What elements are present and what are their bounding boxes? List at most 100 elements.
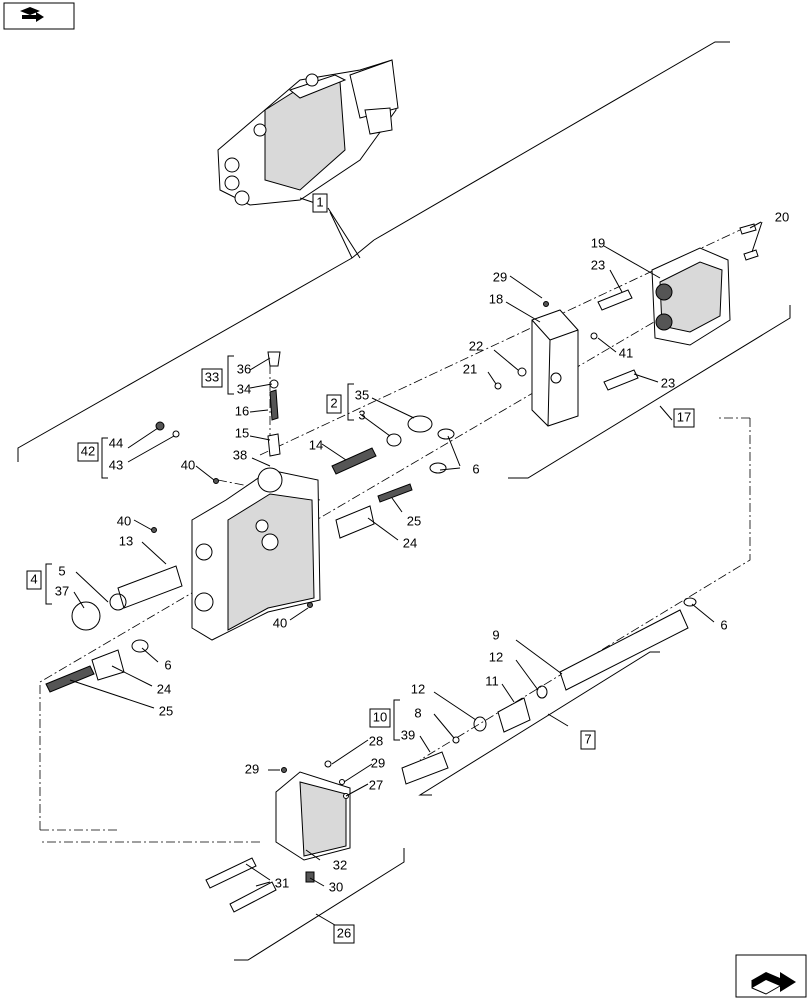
spool-assembly [401,597,697,785]
callout-number: 36 [237,361,251,376]
callout-label: 6 [472,461,479,476]
callout-label: 19 [591,235,605,250]
callout-label: 16 [235,403,249,418]
valve-assembly [217,59,399,206]
callout-label: 21 [463,361,477,376]
callout-box [312,193,328,213]
callout-number: 16 [235,403,249,418]
callout-number: 20 [775,209,789,224]
callout-boxed-label: 33 [201,368,223,388]
callout-box [673,408,695,428]
callout-number: 11 [485,673,499,688]
callout-number: 3 [358,407,365,422]
callout-number: 23 [661,375,675,390]
callout-label: 11 [485,673,499,688]
spacer-plate [494,301,598,427]
callout-number: 10 [373,709,387,724]
callout-label: 22 [469,338,483,353]
callout-boxed-label: 42 [77,442,99,462]
end-cap [597,223,759,391]
callout-box [77,442,99,462]
callout-label: 18 [489,291,503,306]
callout-number: 6 [164,657,171,672]
callout-label: 40 [273,615,287,630]
callout-number: 35 [355,387,369,402]
callout-number: 12 [411,681,425,696]
callout-box [26,570,42,590]
callout-label: 40 [117,513,131,528]
callout-label: 3 [358,407,365,422]
callout-label: 41 [619,345,633,360]
callout-boxed-label: 26 [333,924,355,944]
callout-label: 6 [720,617,727,632]
callout-number: 5 [58,563,65,578]
callout-label: 12 [411,681,425,696]
callout-label: 40 [181,457,195,472]
callout-number: 27 [369,777,383,792]
callout-label: 39 [401,727,415,742]
callout-number: 41 [619,345,633,360]
callout-boxed-label: 4 [26,570,42,590]
frame-lines [17,41,791,961]
callout-boxed-label: 17 [673,408,695,428]
callout-number: 9 [492,627,499,642]
callout-number: 29 [493,269,507,284]
callout-label: 15 [235,425,249,440]
callout-number: 8 [414,705,421,720]
callout-label: 9 [492,627,499,642]
callout-label: 6 [164,657,171,672]
callout-label: 31 [275,875,289,890]
callout-boxed-label: 7 [580,730,596,750]
callout-number: 43 [109,457,123,472]
callout-box [580,730,596,750]
callout-number: 40 [273,615,287,630]
callout-label: 36 [237,361,251,376]
callout-number: 15 [235,425,249,440]
callout-number: 25 [407,513,421,528]
callout-label: 25 [159,703,173,718]
next-page-arrow-icon[interactable] [735,954,807,998]
callout-number: 26 [337,925,351,940]
callout-number: 13 [119,533,133,548]
callout-label: 14 [309,437,323,452]
callout-number: 24 [403,535,417,550]
callout-number: 25 [159,703,173,718]
callout-number: 33 [205,369,219,384]
end-block [205,760,351,913]
callout-label: 13 [119,533,133,548]
callout-number: 21 [463,361,477,376]
callout-number: 4 [30,571,37,586]
callout-label: 20 [775,209,789,224]
callout-number: 6 [472,461,479,476]
callout-label: 30 [329,879,343,894]
callout-label: 29 [493,269,507,284]
callout-label: 28 [369,733,383,748]
callout-number: 39 [401,727,415,742]
callout-label: 35 [355,387,369,402]
callout-label: 34 [237,381,251,396]
callout-number: 38 [233,447,247,462]
callout-number: 7 [584,731,591,746]
callout-label: 24 [157,681,171,696]
callout-number: 28 [369,733,383,748]
callout-number: 29 [371,755,385,770]
leader-lines [69,207,763,929]
callout-number: 18 [489,291,503,306]
callout-label: 32 [333,857,347,872]
callout-boxed-label: 10 [369,708,391,728]
callout-number: 14 [309,437,323,452]
callout-boxed-label: 2 [326,394,342,414]
callout-label: 23 [591,257,605,272]
callout-label: 25 [407,513,421,528]
callout-label: 12 [489,649,503,664]
callout-number: 23 [591,257,605,272]
callout-number: 44 [109,435,123,450]
callout-label: 24 [403,535,417,550]
callout-number: 17 [677,409,691,424]
book-arrow-icon[interactable] [3,2,75,30]
section-body [45,351,455,693]
callout-number: 40 [181,457,195,472]
callout-number: 24 [157,681,171,696]
